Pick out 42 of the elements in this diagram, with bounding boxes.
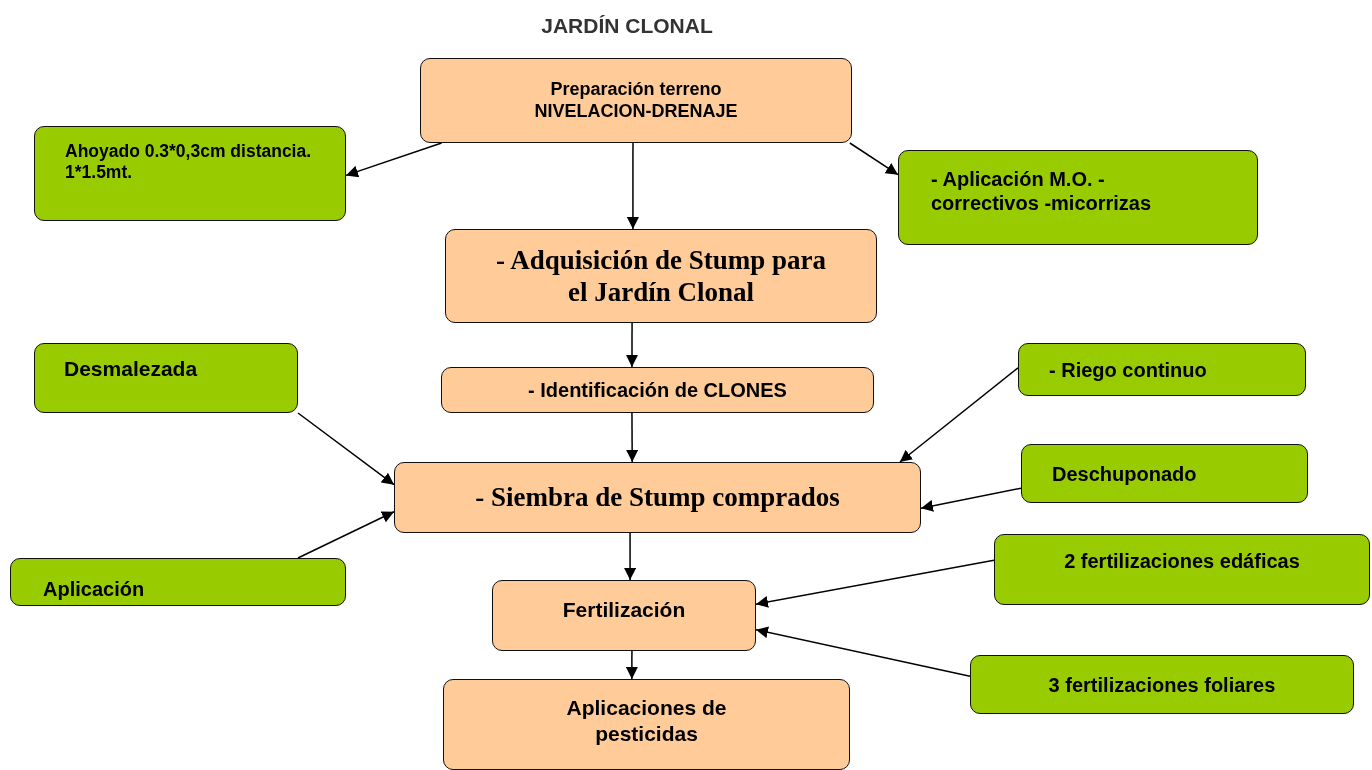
arrow [849,142,899,176]
task-box [898,150,1258,245]
box-label: Ahoyado 0.3*0,3cm distancia. 1*1.5mt. [65,141,313,183]
task-box [10,558,346,606]
process-box [394,462,921,533]
arrow [920,487,1022,512]
task-box [1021,444,1308,503]
box-label: Desmalezada [64,356,198,382]
box-label: Deschuponado [1052,461,1197,486]
box-label: - Aplicación M.O. - correctivos -micorrizas [931,167,1153,215]
arrow [345,142,443,178]
box-label: Aplicaciones de pesticidas [565,695,728,746]
arrow [626,142,639,230]
arrow [626,322,638,368]
task-box [34,343,298,413]
box-label: Aplicación [43,577,145,601]
arrow [624,532,637,581]
box-label: 2 fertilizaciones edáficas [1064,549,1300,573]
arrow [755,626,971,677]
box-label: - Adquisición de Stump para el Jardín Clonal [494,243,828,309]
arrow [625,650,638,680]
box-label: 3 fertilizaciones foliares [1048,672,1276,697]
arrow [297,510,395,559]
process-box [420,58,852,143]
box-label: - Identificación de CLONES [528,378,787,402]
arrow [899,367,1019,463]
arrow [626,412,639,463]
process-box [441,367,874,413]
diagram-title: JARDÍN CLONAL [540,14,714,38]
task-box [1018,343,1306,396]
task-box [34,126,346,221]
box-label: Fertilización [562,597,686,623]
box-label: - Siembra de Stump comprados [475,481,840,514]
box-label: Preparación terreno NIVELACION-DRENAJE [533,78,739,123]
arrow [297,412,395,486]
process-box [445,229,877,323]
task-box [970,655,1354,714]
process-box [443,679,850,770]
arrow [755,559,995,608]
process-box [492,580,756,651]
box-label: - Riego continuo [1049,357,1207,382]
task-box [994,534,1370,605]
